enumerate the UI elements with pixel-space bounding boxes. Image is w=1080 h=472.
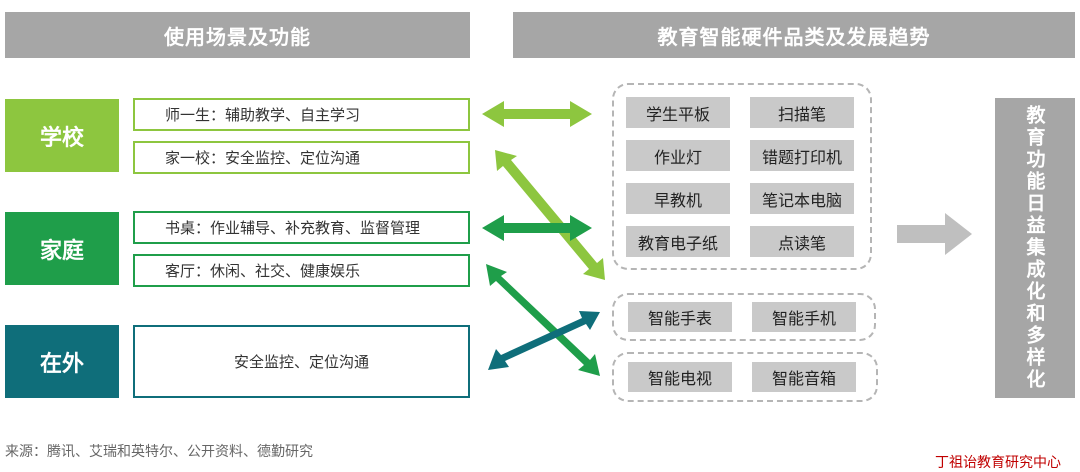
right-arrow-icon <box>897 213 972 255</box>
product-tag: 早教机 <box>626 183 730 214</box>
scene-outside: 安全监控、定位沟通 <box>133 325 470 398</box>
watermark-text: 丁祖诒教育研究中心 <box>935 455 1061 471</box>
context-outside: 在外 <box>5 325 119 398</box>
product-tag: 笔记本电脑 <box>750 183 854 214</box>
double-arrow-icon <box>486 264 600 376</box>
product-tag: 教育电子纸 <box>626 226 730 257</box>
product-tag: 学生平板 <box>626 97 730 128</box>
double-arrow-icon <box>482 101 592 127</box>
product-tag: 错题打印机 <box>750 140 854 171</box>
header-hardware-trends: 教育智能硬件品类及发展趋势 <box>513 12 1075 58</box>
double-arrow-icon <box>488 311 600 370</box>
product-tag: 扫描笔 <box>750 97 854 128</box>
product-group-home-devices <box>612 352 878 402</box>
product-tag: 智能音箱 <box>752 362 856 392</box>
context-home: 家庭 <box>5 212 119 285</box>
double-arrow-icon <box>495 150 605 280</box>
product-tag: 点读笔 <box>750 226 854 257</box>
scene-living-room: 客厅：休闲、社交、健康娱乐 <box>133 254 470 287</box>
source-note: 来源：腾讯、艾瑞和英特尔、公开资料、德勤研究 <box>5 444 313 460</box>
scene-desk: 书桌：作业辅导、补充教育、监督管理 <box>133 211 470 244</box>
product-tag: 智能电视 <box>628 362 732 392</box>
context-school: 学校 <box>5 99 119 172</box>
trend-box: 教育功能日益集成化和多样化 <box>995 98 1075 398</box>
product-tag: 作业灯 <box>626 140 730 171</box>
scene-teacher-student: 师一生：辅助教学、自主学习 <box>133 98 470 131</box>
double-arrow-icon <box>482 215 592 241</box>
product-tag: 智能手表 <box>628 302 732 332</box>
product-tag: 智能手机 <box>752 302 856 332</box>
scene-home-school: 家一校：安全监控、定位沟通 <box>133 141 470 174</box>
header-usage-scenarios: 使用场景及功能 <box>5 12 470 58</box>
product-group-learning-devices <box>612 83 872 270</box>
product-group-wearables <box>612 293 876 341</box>
